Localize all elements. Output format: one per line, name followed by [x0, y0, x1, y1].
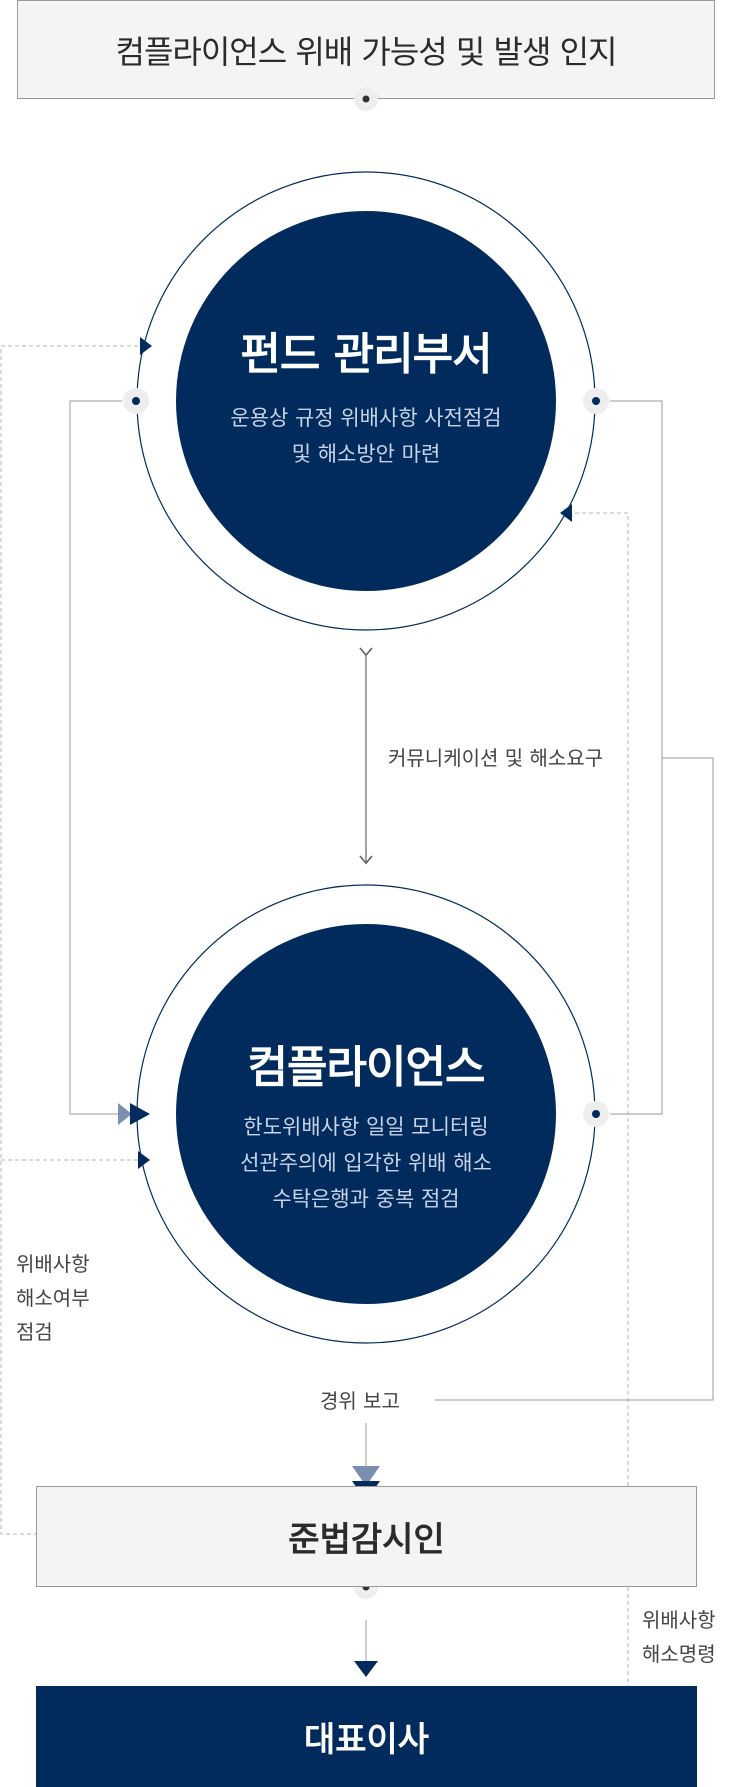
compliance-line-3: 수탁은행과 중복 점검	[272, 1187, 460, 1211]
fund-dept-inner-circle	[176, 211, 556, 591]
compliance-officer-title: 준법감시인	[288, 1520, 445, 1560]
order-resolution-label: 위배사항 해소명령	[642, 1603, 716, 1671]
compliance-left-arrow-light	[118, 1103, 132, 1125]
ceo-box: 대표이사	[36, 1686, 697, 1787]
check-resolution-line-2: 해소여부	[16, 1286, 90, 1310]
left-solid-connector	[69, 400, 122, 1115]
fund-dept-title: 펀드 관리부서	[240, 329, 492, 380]
fund-left-dot-center	[132, 397, 140, 405]
fund-dept-line-1: 운용상 규정 위배사항 사전점검	[230, 406, 502, 430]
check-resolution-line-3: 점검	[16, 1320, 53, 1344]
compliance-node: 컴플라이언스 한도위배사항 일일 모니터링 선관주의에 입각한 위배 해소 수탁…	[176, 1031, 556, 1217]
compliance-line-2: 선관주의에 입각한 위배 해소	[240, 1151, 492, 1175]
compliance-inner-circle	[176, 924, 556, 1304]
fund-dept-node: 펀드 관리부서 운용상 규정 위배사항 사전점검 및 해소방안 마련	[176, 318, 556, 472]
check-resolution-label: 위배사항 해소여부 점검	[16, 1247, 90, 1349]
compliance-title: 컴플라이언스	[247, 1042, 486, 1093]
right-solid-connector	[610, 400, 663, 1115]
right-dashed-connector	[572, 512, 629, 1787]
order-resolution-line-1: 위배사항	[642, 1608, 716, 1632]
fund-left-dashed-arrow	[140, 337, 152, 355]
header-title: 컴플라이언스 위배 가능성 및 발생 인지	[115, 32, 618, 71]
ceo-title: 대표이사	[303, 1720, 430, 1760]
order-resolution-line-2: 해소명령	[642, 1642, 716, 1666]
compliance-left-arrow-dark	[130, 1103, 150, 1125]
header-box: 컴플라이언스 위배 가능성 및 발생 인지	[17, 0, 715, 99]
check-resolution-line-1: 위배사항	[16, 1252, 90, 1276]
left-dashed-connector	[0, 345, 140, 1535]
fund-dept-line-2: 및 해소방안 마련	[291, 442, 441, 466]
report-arrow-light	[352, 1466, 380, 1486]
compliance-right-dot-center	[592, 1110, 600, 1118]
ceo-arrow-head	[354, 1661, 378, 1677]
compliance-line-1: 한도위배사항 일일 모니터링	[243, 1115, 489, 1139]
communication-label: 커뮤니케이션 및 해소요구	[388, 746, 604, 770]
compliance-officer-box: 준법감시인	[36, 1486, 697, 1587]
header-connector-dot-center	[362, 95, 370, 103]
fund-right-dot-center	[592, 397, 600, 405]
fund-right-dashed-arrow	[560, 504, 572, 522]
compliance-left-dashed-arrow	[138, 1151, 150, 1169]
report-connector	[435, 757, 714, 1401]
report-label: 경위 보고	[320, 1389, 400, 1413]
